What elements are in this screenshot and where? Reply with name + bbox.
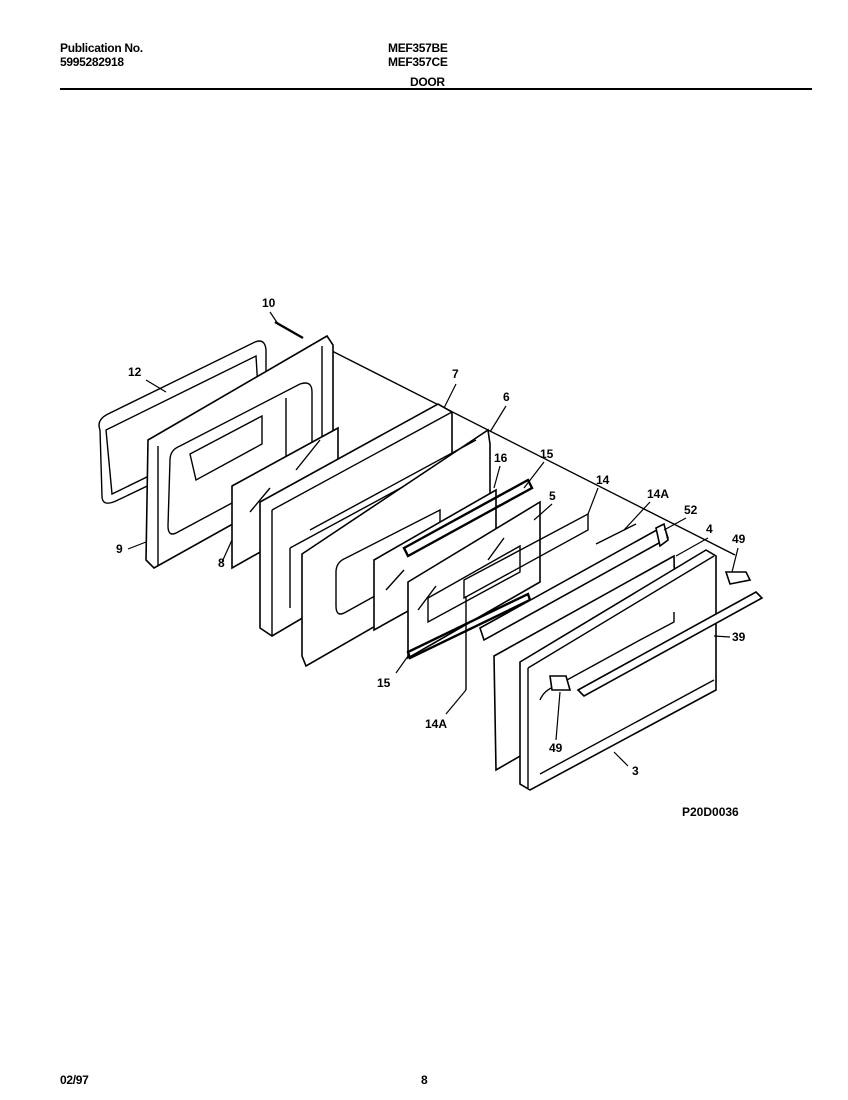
part-5-glass: [407, 500, 541, 660]
model-number-1: MEF357BE: [388, 41, 448, 55]
callout-16: 16: [494, 451, 508, 465]
callout-3: 3: [632, 764, 639, 778]
callout-52: 52: [684, 503, 698, 517]
page-number: 8: [421, 1073, 428, 1087]
part-49-end-cap-left: [549, 675, 572, 691]
part-15-channel-upper: [402, 478, 534, 558]
callout-14: 14: [596, 473, 610, 487]
callout-15-lower: 15: [377, 676, 391, 690]
part-39-handle: [576, 591, 764, 697]
part-49-end-cap-right: [724, 571, 752, 585]
callout-10: 10: [262, 296, 276, 310]
callout-49-right: 49: [732, 532, 746, 546]
callout-39: 39: [732, 630, 746, 644]
section-title: DOOR: [410, 75, 445, 89]
callout-9: 9: [116, 542, 123, 556]
callout-14a-upper: 14A: [647, 487, 669, 501]
publication-number: 5995282918: [60, 55, 124, 69]
part-callouts: 10 12 7 6 16 15 14 14A 5 52 4 49 39 9 8 …: [116, 296, 746, 778]
callout-15-upper: 15: [540, 447, 554, 461]
part-14-trim: [463, 512, 589, 600]
part-10-screw: [274, 320, 304, 340]
footer-date: 02/97: [60, 1073, 89, 1087]
callout-8: 8: [218, 556, 225, 570]
callout-7: 7: [452, 367, 459, 381]
callout-14a-lower: 14A: [425, 717, 447, 731]
figure-code: P20D0036: [682, 805, 739, 819]
callout-49-left: 49: [549, 741, 563, 755]
leader-lines: [127, 311, 739, 767]
publication-label: Publication No.: [60, 41, 143, 55]
callout-4: 4: [706, 522, 713, 536]
model-number-2: MEF357CE: [388, 55, 448, 69]
callout-5: 5: [549, 489, 556, 503]
header-rule: [60, 88, 812, 90]
callout-12: 12: [128, 365, 142, 379]
callout-6: 6: [503, 390, 510, 404]
